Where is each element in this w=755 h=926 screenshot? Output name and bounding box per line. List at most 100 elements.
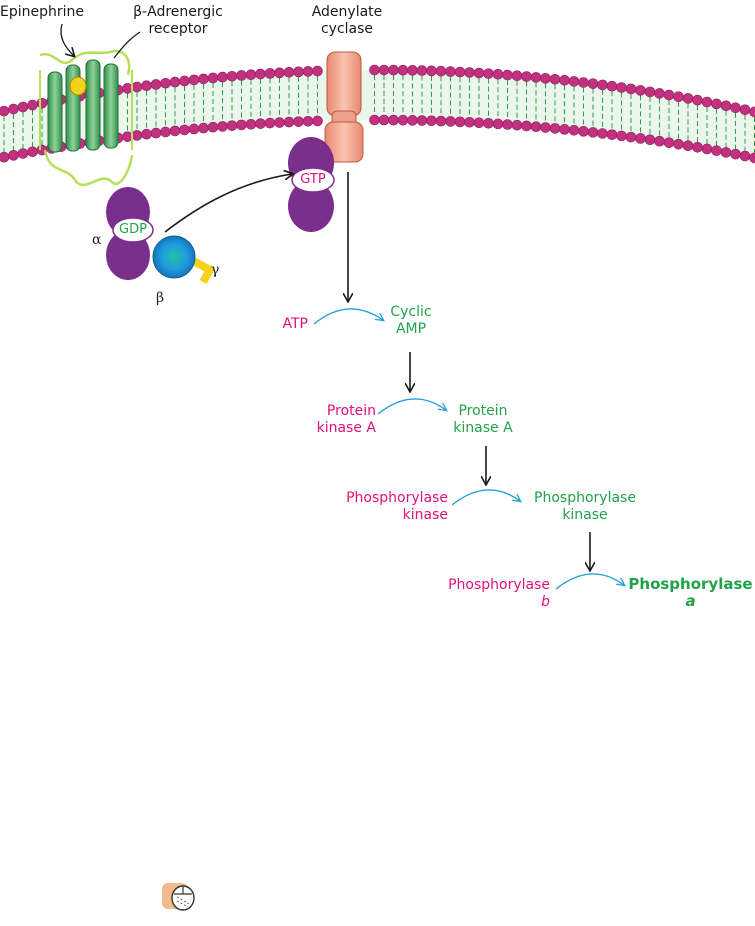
lipid-head <box>522 72 532 82</box>
phosphorylase-a-line1: Phosphorylase <box>626 576 755 593</box>
gamma-subunit-label: γ <box>211 262 219 278</box>
lipid-head <box>256 69 266 79</box>
lipid-head <box>170 77 180 87</box>
lipid-head <box>408 115 418 125</box>
lipid-head <box>246 70 256 80</box>
receptor-label-line2: receptor <box>126 21 230 38</box>
lipid-head <box>493 119 503 129</box>
lipid-head <box>683 93 693 103</box>
phosphorylase-b-line1: Phosphorylase <box>424 577 550 594</box>
phosphorylase-kinase-active-label: Phosphorylase kinase <box>522 490 648 524</box>
epinephrine-label: Epinephrine <box>0 4 86 21</box>
phk-activation-arrow <box>452 490 520 505</box>
lipid-head <box>607 81 617 91</box>
lipid-head <box>246 119 256 129</box>
lipid-head <box>560 75 570 85</box>
cyclic-amp-label: Cyclic AMP <box>380 304 442 338</box>
lipid-head <box>712 99 722 109</box>
lipid-head <box>132 130 142 140</box>
lipid-head <box>617 131 627 141</box>
phosphorylase-b-label: Phosphorylase b <box>424 577 550 611</box>
phosphorylase-activation-arrow <box>556 574 624 589</box>
lipid-head <box>712 146 722 156</box>
lipid-head <box>265 68 275 78</box>
lipid-head <box>531 72 541 82</box>
lipid-head <box>693 95 703 105</box>
lipid-head <box>569 125 579 135</box>
lipid-head <box>398 115 408 125</box>
phk-inactive-line1: Phosphorylase <box>322 490 448 507</box>
lipid-head <box>465 67 475 77</box>
lipid-head <box>740 105 750 115</box>
lipid-head <box>18 149 28 159</box>
adenylate-cyclase-protein <box>325 52 363 162</box>
lipid-head <box>484 118 494 128</box>
lipid-head <box>161 78 171 88</box>
lipid-head <box>275 118 285 128</box>
lipid-head <box>0 106 9 116</box>
lipid-head <box>664 90 674 100</box>
lipid-head <box>408 65 418 75</box>
gtp-label: GTP <box>293 171 333 188</box>
phosphorylase-kinase-inactive-label: Phosphorylase kinase <box>322 490 448 524</box>
lipid-head <box>645 87 655 97</box>
lipid-head <box>180 76 190 86</box>
lipid-head <box>484 69 494 79</box>
pka-activation-arrow <box>378 399 446 414</box>
lipid-head <box>37 98 47 108</box>
lipid-head <box>465 117 475 127</box>
lipid-head <box>664 138 674 148</box>
lipid-head <box>607 130 617 140</box>
lipid-head <box>189 124 199 134</box>
phk-active-line2: kinase <box>522 507 648 524</box>
lipid-head <box>151 128 161 138</box>
lipid-head <box>636 133 646 143</box>
lipid-head <box>208 73 218 83</box>
lipid-head <box>227 121 237 131</box>
lipid-head <box>389 65 399 75</box>
lipid-head <box>256 119 266 129</box>
lipid-head <box>455 117 465 127</box>
atp-conversion-arrow <box>314 309 383 324</box>
lipid-head <box>132 82 142 92</box>
lipid-head <box>303 116 313 126</box>
pka-active-line2: kinase A <box>444 420 522 437</box>
lipid-head <box>151 79 161 89</box>
phosphorylase-a-line2: a <box>626 593 755 610</box>
phosphorylase-b-line2: b <box>424 594 550 611</box>
adenylate-cyclase-label-line1: Adenylate <box>302 4 392 21</box>
lipid-head <box>645 135 655 145</box>
lipid-head <box>522 121 532 131</box>
lipid-head <box>294 67 304 77</box>
lipid-head <box>674 92 684 102</box>
lipid-head <box>541 73 551 83</box>
phosphorylase-a-label: Phosphorylase a <box>626 576 755 610</box>
lipid-head <box>446 116 456 126</box>
lipid-head <box>9 150 19 160</box>
lipid-head <box>189 75 199 85</box>
lipid-head <box>503 70 513 80</box>
lipid-head <box>275 68 285 78</box>
gdp-label: GDP <box>113 221 153 238</box>
lipid-head <box>446 67 456 77</box>
lipid-head <box>303 66 313 76</box>
lipid-head <box>436 66 446 76</box>
lipid-head <box>598 128 608 138</box>
lipid-head <box>199 74 209 84</box>
lipid-head <box>731 149 741 159</box>
lipid-head <box>721 101 731 111</box>
receptor-label-line1: β-Adrenergic <box>126 4 230 21</box>
pka-inactive-line1: Protein <box>298 403 376 420</box>
lipid-head <box>541 123 551 133</box>
lipid-head <box>284 117 294 127</box>
lipid-head <box>531 122 541 132</box>
lipid-head <box>560 124 570 134</box>
lipid-head <box>655 88 665 98</box>
lipid-head <box>588 79 598 89</box>
lipid-head <box>512 120 522 130</box>
lipid-head <box>227 71 237 81</box>
cyclic-amp-label-line2: AMP <box>380 321 442 338</box>
lipid-head <box>617 83 627 93</box>
epinephrine-pointer-arrow <box>61 24 74 56</box>
